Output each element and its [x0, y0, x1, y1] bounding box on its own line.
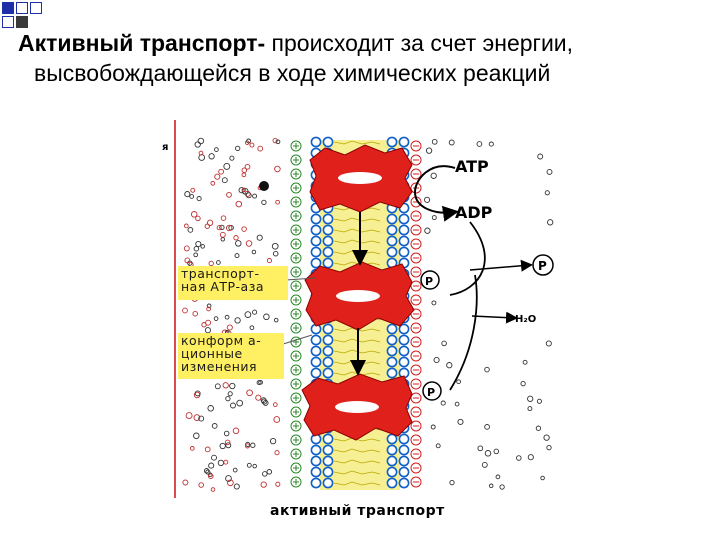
title-line-2: высвобождающейся в ходе химических реакц…: [34, 60, 551, 86]
transported-solute: [259, 181, 269, 191]
conformation-label: конформ а- ционные изменения: [178, 333, 284, 379]
membrane-illustration: я ATP ADP H₂O: [162, 120, 554, 498]
bullet-square-icon: [16, 2, 28, 14]
svg-text:P: P: [425, 275, 433, 288]
dephosphorylation-path: [449, 274, 478, 391]
svg-text:P: P: [538, 259, 547, 273]
atpase-pump-2: [304, 261, 415, 331]
bullet-square-icon: [30, 2, 42, 14]
atpase-pump-3: [301, 373, 413, 441]
phosphate-bound-2: P: [422, 381, 442, 401]
diagram-caption: активный транспорт: [270, 503, 445, 519]
conformation-leader: [279, 334, 313, 346]
title-rest: происходит за счет энергии,: [265, 30, 574, 56]
ion-column: [290, 140, 422, 488]
solute-dots: [182, 137, 554, 492]
edge-letter: я: [162, 142, 168, 153]
atpase-pump-1: [309, 144, 413, 213]
svg-text:P: P: [427, 386, 435, 399]
bullet-decoration: [0, 0, 60, 40]
bullet-square-icon: [2, 16, 14, 28]
water-arrow: [471, 311, 518, 324]
water-label: H₂O: [515, 314, 536, 325]
adp-label: ADP: [455, 203, 493, 222]
phosphate-bound-1: P: [420, 270, 440, 290]
title-bold: Активный транспорт-: [18, 30, 266, 56]
phosphate-release-arrow: [469, 259, 533, 272]
phosphate-free: P: [532, 254, 554, 276]
phosphate-path: [449, 221, 486, 296]
bullet-square-icon: [2, 2, 14, 14]
bullet-square-icon: [16, 16, 28, 28]
active-transport-diagram: я ATP ADP H₂O: [150, 120, 620, 530]
atpase-label: транспорт- ная АТР-аза: [178, 266, 288, 300]
atpase-leader: [285, 277, 316, 281]
atp-label: ATP: [455, 157, 489, 176]
atp-hydrolysis-arrow: [413, 165, 459, 222]
slide-title: Активный транспорт- происходит за счет э…: [18, 28, 708, 88]
